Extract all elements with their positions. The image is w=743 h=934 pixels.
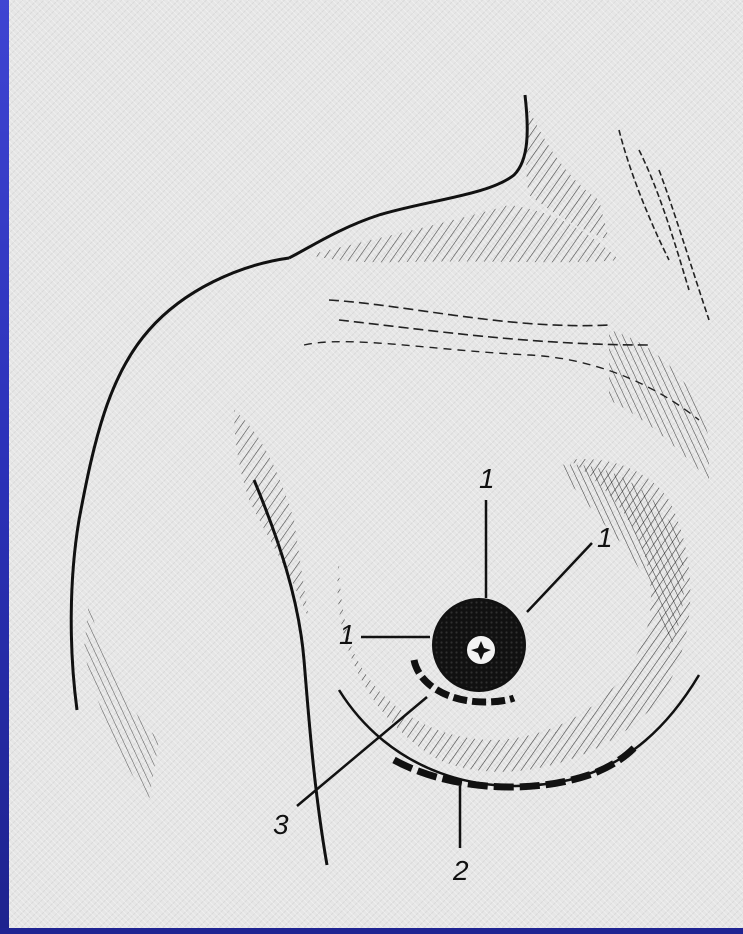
breast-incision-diagram: 1 1 1 2 3 <box>9 0 743 928</box>
slide-bottom-border <box>0 928 743 934</box>
leader-lower-left <box>297 697 427 806</box>
label-left: 1 <box>339 619 355 650</box>
diagram-canvas: 1 1 1 2 3 <box>9 0 743 928</box>
label-upper-right: 1 <box>597 522 613 553</box>
label-top: 1 <box>479 463 495 494</box>
chest-right-shading <box>609 330 709 480</box>
leader-upper-right <box>527 543 592 612</box>
arm-shading <box>234 410 309 620</box>
label-bottom: 2 <box>452 855 469 886</box>
label-lower-left: 3 <box>273 809 289 840</box>
slide-left-border <box>0 0 9 934</box>
arm-outer-shading <box>84 600 159 800</box>
clavicle-line <box>329 300 649 345</box>
neck-right-lines <box>619 130 709 320</box>
